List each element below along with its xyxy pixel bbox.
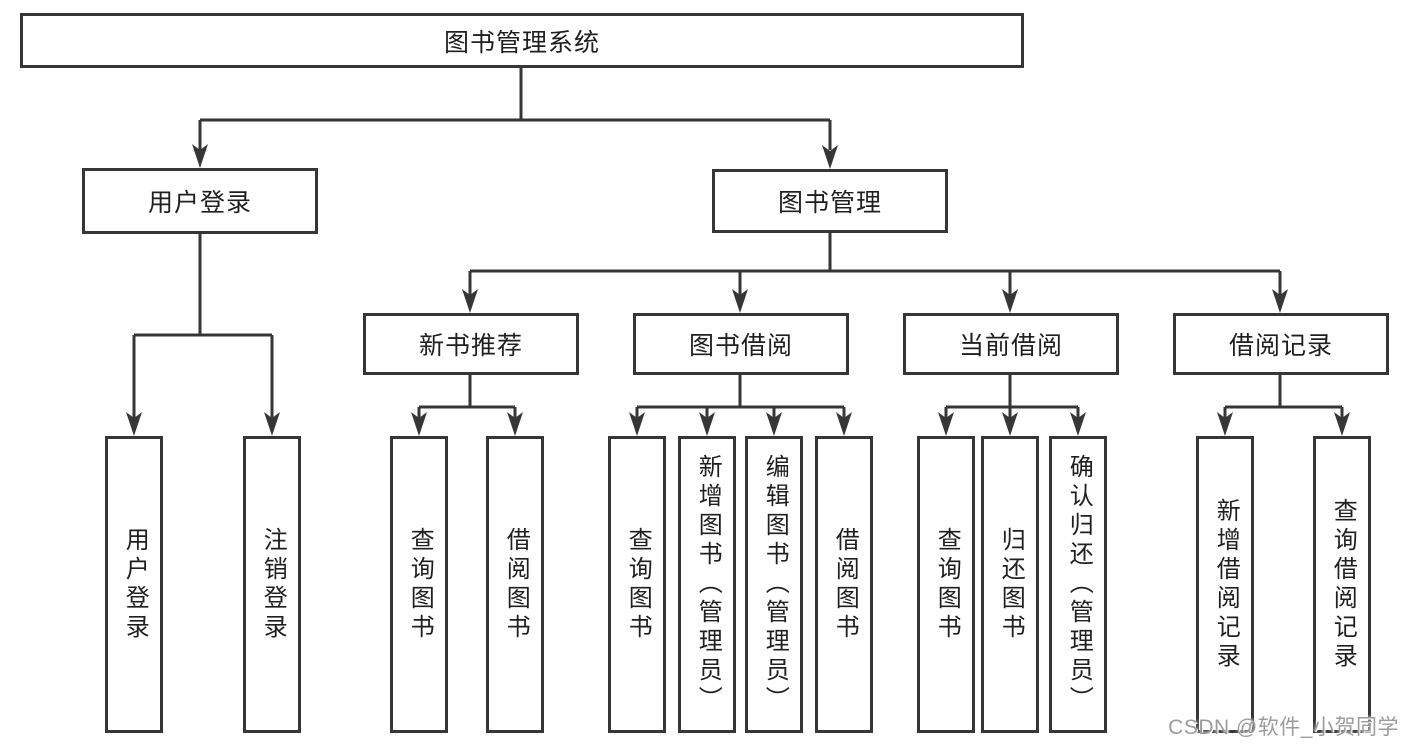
csdn-watermark: CSDN @软件_小贺同学	[1168, 716, 1399, 739]
leaf-label: 确认归还（管理员）	[1065, 454, 1093, 715]
leaf-label: 查询图书	[933, 526, 961, 643]
leaf-user-login: 用户登录	[105, 436, 163, 733]
connector-current-to-leaves	[944, 374, 1080, 418]
leaf-label: 新增图书（管理员）	[694, 454, 722, 715]
leaf-add-borrow-record: 新增借阅记录	[1196, 436, 1254, 733]
leaf-label: 新增借阅记录	[1212, 497, 1240, 672]
leaf-query-books-borrow: 查询图书	[608, 436, 666, 733]
leaf-label: 用户登录	[121, 526, 149, 643]
leaf-label: 查询图书	[406, 526, 434, 643]
leaf-label: 归还图书	[997, 526, 1025, 643]
connector-root-to-level2	[198, 65, 832, 150]
node-new-book-recommendation: 新书推荐	[363, 313, 579, 375]
connector-borrow-to-leaves	[635, 374, 846, 418]
leaf-query-books-rec: 查询图书	[390, 436, 448, 733]
leaf-logout: 注销登录	[243, 436, 301, 733]
leaf-borrow-books-rec: 借阅图书	[486, 436, 544, 733]
leaf-label: 查询图书	[624, 526, 652, 643]
connector-login-to-leaves	[132, 234, 274, 418]
leaf-edit-books-admin: 编辑图书（管理员）	[745, 436, 803, 733]
leaf-label: 编辑图书（管理员）	[761, 454, 789, 715]
leaf-label: 注销登录	[259, 526, 287, 643]
connector-mgmt-to-groups	[468, 233, 1282, 295]
node-user-login: 用户登录	[82, 168, 318, 234]
leaf-confirm-return-admin: 确认归还（管理员）	[1049, 436, 1107, 733]
node-book-management: 图书管理	[712, 169, 948, 233]
leaf-query-borrow-record: 查询借阅记录	[1313, 436, 1371, 733]
leaf-label: 借阅图书	[502, 526, 530, 643]
leaf-label: 借阅图书	[831, 526, 859, 643]
node-book-borrowing: 图书借阅	[633, 313, 849, 375]
node-library-management-system: 图书管理系统	[20, 13, 1024, 68]
leaf-return-books: 归还图书	[981, 436, 1039, 733]
connector-records-to-leaves	[1223, 374, 1344, 418]
leaf-add-books-admin: 新增图书（管理员）	[678, 436, 736, 733]
node-borrowing-records: 借阅记录	[1173, 313, 1389, 375]
leaf-borrow-books: 借阅图书	[815, 436, 873, 733]
node-current-borrowing: 当前借阅	[903, 313, 1119, 375]
leaf-query-books-current: 查询图书	[917, 436, 975, 733]
connector-rec-to-leaves	[417, 374, 517, 418]
leaf-label: 查询借阅记录	[1329, 497, 1357, 672]
